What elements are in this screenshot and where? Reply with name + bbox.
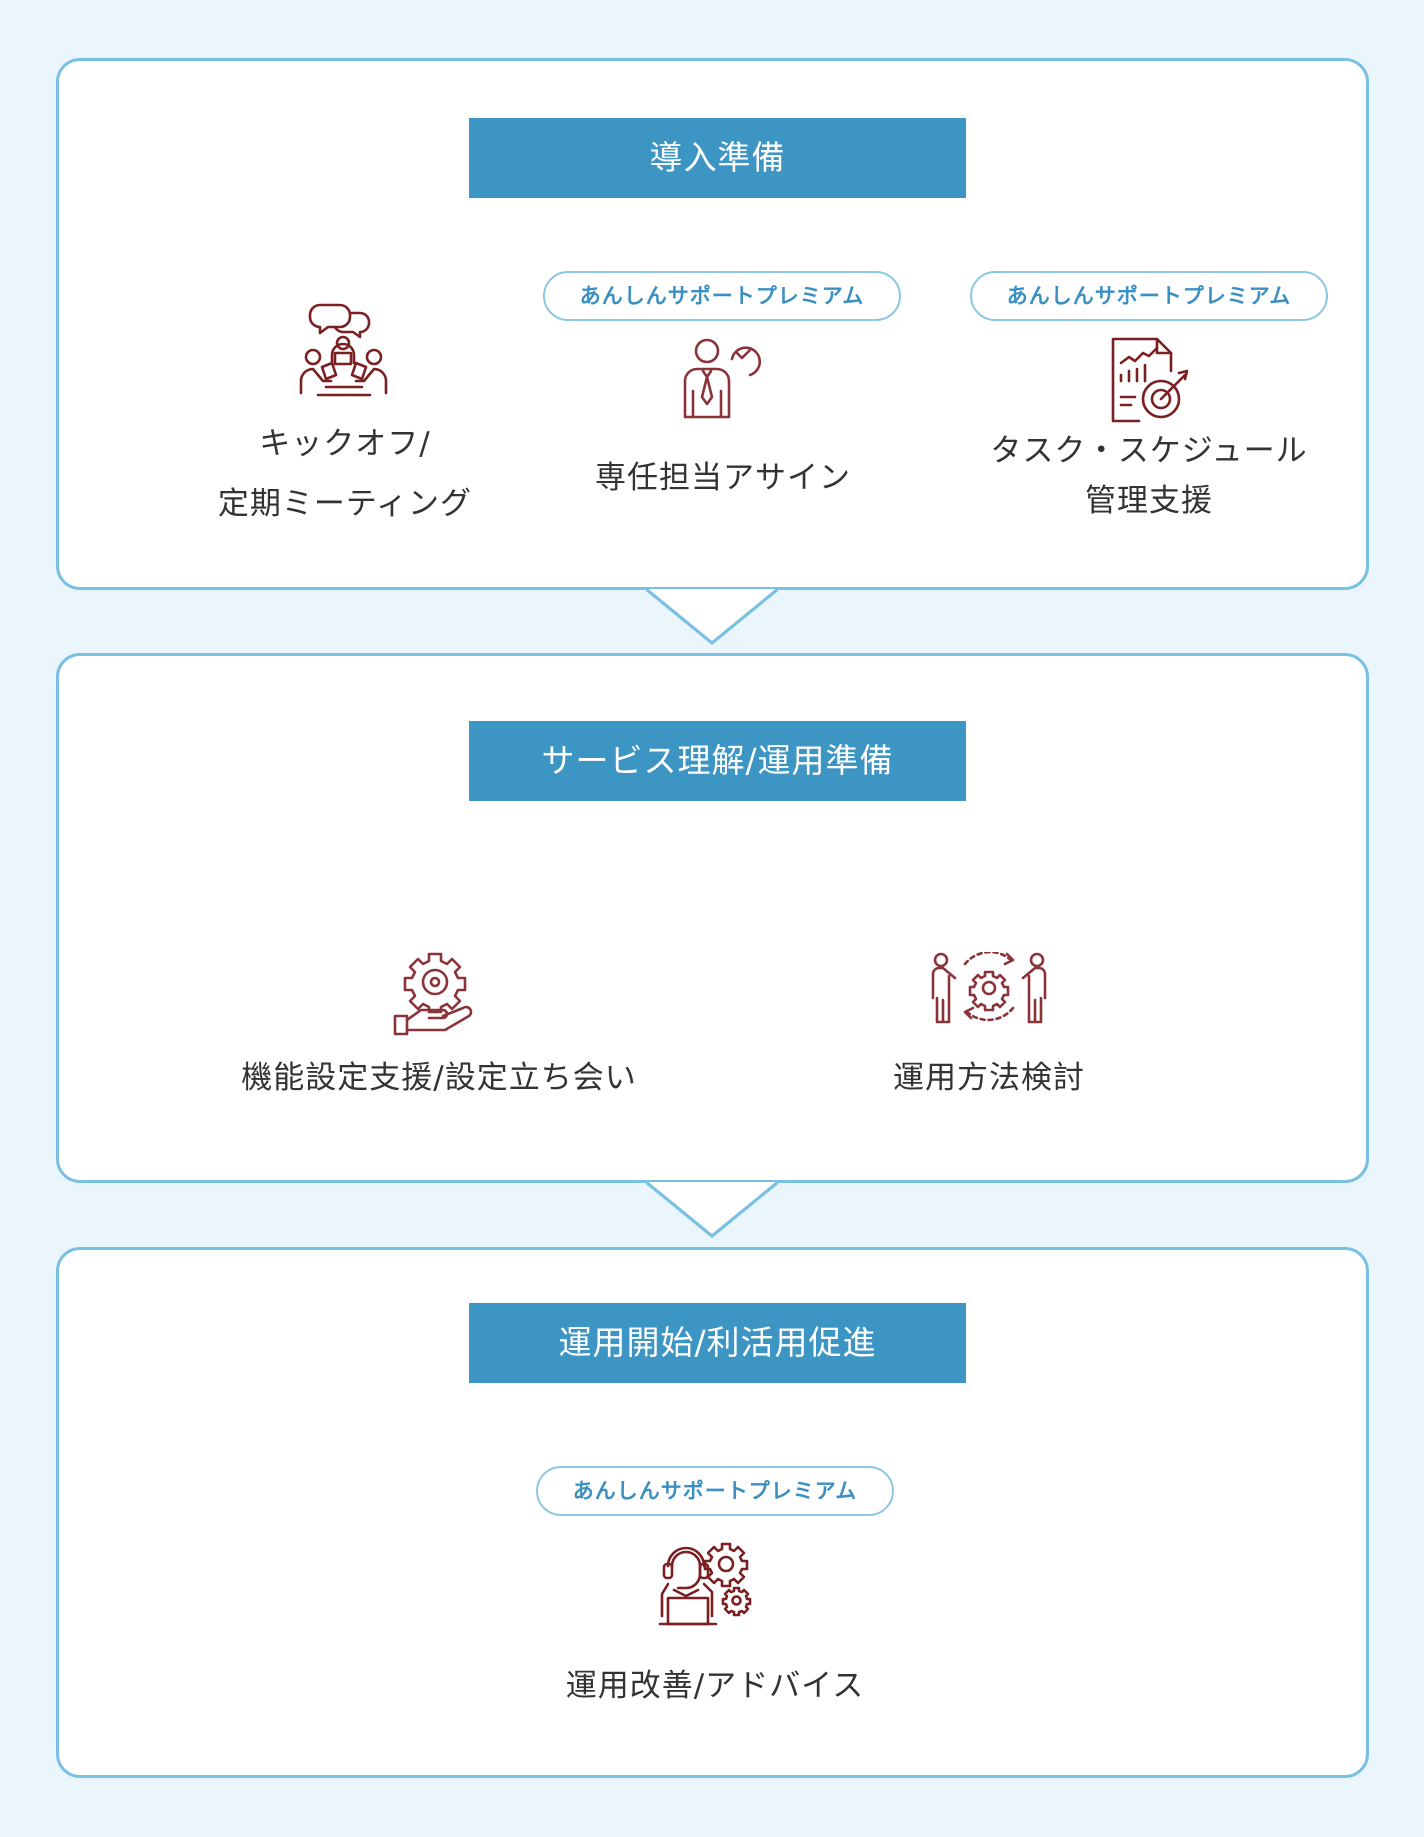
dedicated-staff-icon (677, 337, 765, 421)
stage-card-service-understanding: サービス理解/運用準備 機能設定支援/設定立ち会い 運用方法検討 (56, 653, 1369, 1183)
stage-card-preparation: 導入準備 キックオフ/ 定期ミーティング あんしんサポートプレミアム (56, 58, 1369, 590)
item-label: 運用改善/アドバイス (565, 1668, 865, 1704)
task-schedule-icon (1109, 335, 1193, 425)
premium-support-badge: あんしんサポートプレミアム (536, 1466, 894, 1516)
item-label: 機能設定支援/設定立ち会い (241, 1060, 637, 1096)
item-label: タスク・スケジュール (990, 433, 1308, 469)
stage-title: 導入準備 (469, 118, 966, 198)
people-gear-cycle-icon (925, 952, 1053, 1024)
item-label: 定期ミーティング (217, 486, 473, 522)
meeting-icon (296, 301, 392, 399)
item-label: 専任担当アサイン (595, 460, 851, 496)
stage-title: サービス理解/運用準備 (469, 721, 966, 801)
flow-arrow-connector (646, 1180, 778, 1239)
item-label: 管理支援 (1085, 483, 1213, 519)
support-operator-gears-icon (654, 1540, 756, 1626)
stage-card-operation-start: 運用開始/利活用促進 あんしんサポートプレミアム 運用改善/アドバイス (56, 1247, 1369, 1778)
item-label: 運用方法検討 (893, 1060, 1085, 1096)
item-label: キックオフ/ (259, 426, 431, 462)
gear-hand-icon (393, 950, 479, 1036)
premium-support-badge: あんしんサポートプレミアム (543, 271, 901, 321)
flow-arrow-connector (646, 587, 778, 646)
premium-support-badge: あんしんサポートプレミアム (970, 271, 1328, 321)
stage-title: 運用開始/利活用促進 (469, 1303, 966, 1383)
